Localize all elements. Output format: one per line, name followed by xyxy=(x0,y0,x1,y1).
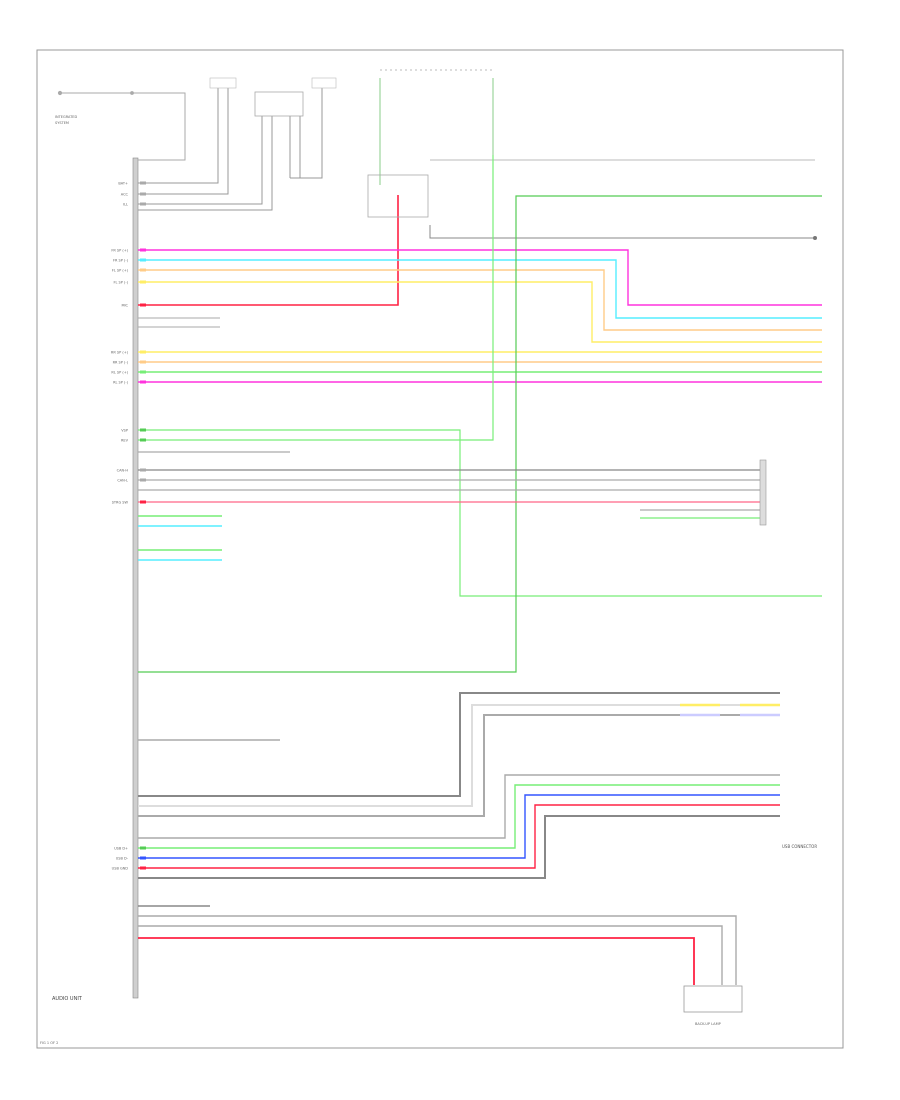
audio-unit-connector xyxy=(132,157,139,999)
pin-label: FL SP (+) xyxy=(112,269,129,273)
top-harness xyxy=(138,88,323,211)
pin-color-swatch xyxy=(140,478,146,482)
colored-bars xyxy=(680,703,780,717)
pin-label: FR SP (-) xyxy=(113,259,129,263)
pin-color-swatch xyxy=(140,248,146,252)
usb-wires xyxy=(138,774,780,879)
pin-label: RR SP (+) xyxy=(111,351,129,355)
pin-color-swatch xyxy=(140,350,146,354)
pin-color-swatch xyxy=(140,192,146,196)
pin-label: ACC xyxy=(121,193,129,197)
pin-label: BAT+ xyxy=(118,182,128,186)
pin-color-swatch xyxy=(140,438,146,442)
pin-color-swatch xyxy=(140,866,146,870)
pin-label: USB GND xyxy=(112,867,129,871)
pin-label: FL SP (-) xyxy=(113,281,128,285)
front-unit-box xyxy=(759,459,767,526)
pin-color-swatch xyxy=(140,360,146,364)
pin-label: STRG SW xyxy=(112,501,129,505)
backup-lamp-box xyxy=(683,985,743,1013)
fuse-feeds xyxy=(138,69,815,306)
top-component-2 xyxy=(209,77,237,89)
pin-label: FR SP (+) xyxy=(111,249,128,253)
small-wires xyxy=(138,317,220,328)
top-component-3 xyxy=(311,77,337,89)
battery-feed xyxy=(57,90,186,161)
lower-harness xyxy=(138,692,780,817)
pin-label: VSP xyxy=(121,429,128,433)
diagram-frame xyxy=(36,49,844,1049)
sensor-wires xyxy=(138,155,822,673)
pin-color-swatch xyxy=(140,303,146,307)
pin-labels: BAT+ ACC ILL FR SP (+) FR SP (-) FL SP (+) FL … xyxy=(111,181,146,871)
pin-color-swatch xyxy=(140,468,146,472)
backup-lamp-label: BACK-UP LAMP xyxy=(695,1022,721,1026)
speaker-wires xyxy=(138,249,822,383)
fuse-label-2: SYSTEM xyxy=(55,121,69,125)
pin-label: REV xyxy=(121,439,129,443)
fuse-label: INTEGRATED xyxy=(55,115,77,119)
usb-label: USB CONNECTOR xyxy=(782,844,817,849)
unit-label: AUDIO UNIT xyxy=(52,996,83,1002)
pin-color-swatch xyxy=(140,268,146,272)
pin-label: USB D+ xyxy=(114,847,128,851)
pin-color-swatch xyxy=(140,258,146,262)
pin-color-swatch xyxy=(140,280,146,284)
pin-label: CAN-H xyxy=(117,469,129,473)
pin-color-swatch xyxy=(140,428,146,432)
pin-color-swatch xyxy=(140,856,146,860)
pin-color-swatch xyxy=(140,380,146,384)
pin-label: MIC xyxy=(122,304,129,308)
pin-color-swatch xyxy=(140,181,146,185)
pin-color-swatch xyxy=(140,846,146,850)
pin-color-swatch xyxy=(140,370,146,374)
connector-dot xyxy=(813,236,817,240)
relay-box xyxy=(367,174,429,218)
stub-wires xyxy=(138,515,280,741)
can-bus xyxy=(138,469,760,519)
pin-label: RR SP (-) xyxy=(113,361,129,365)
bottom-wires xyxy=(138,905,737,985)
pin-label: USB D- xyxy=(116,857,129,861)
page-note: FIG 1 OF 2 xyxy=(40,1041,58,1045)
top-component-1 xyxy=(254,91,304,117)
pin-color-swatch xyxy=(140,500,146,504)
pin-color-swatch xyxy=(140,202,146,206)
pin-label: RL SP (+) xyxy=(111,371,128,375)
pin-label: ILL xyxy=(123,203,128,207)
pin-label: RL SP (-) xyxy=(113,381,129,385)
pin-label: CAN-L xyxy=(117,479,128,483)
